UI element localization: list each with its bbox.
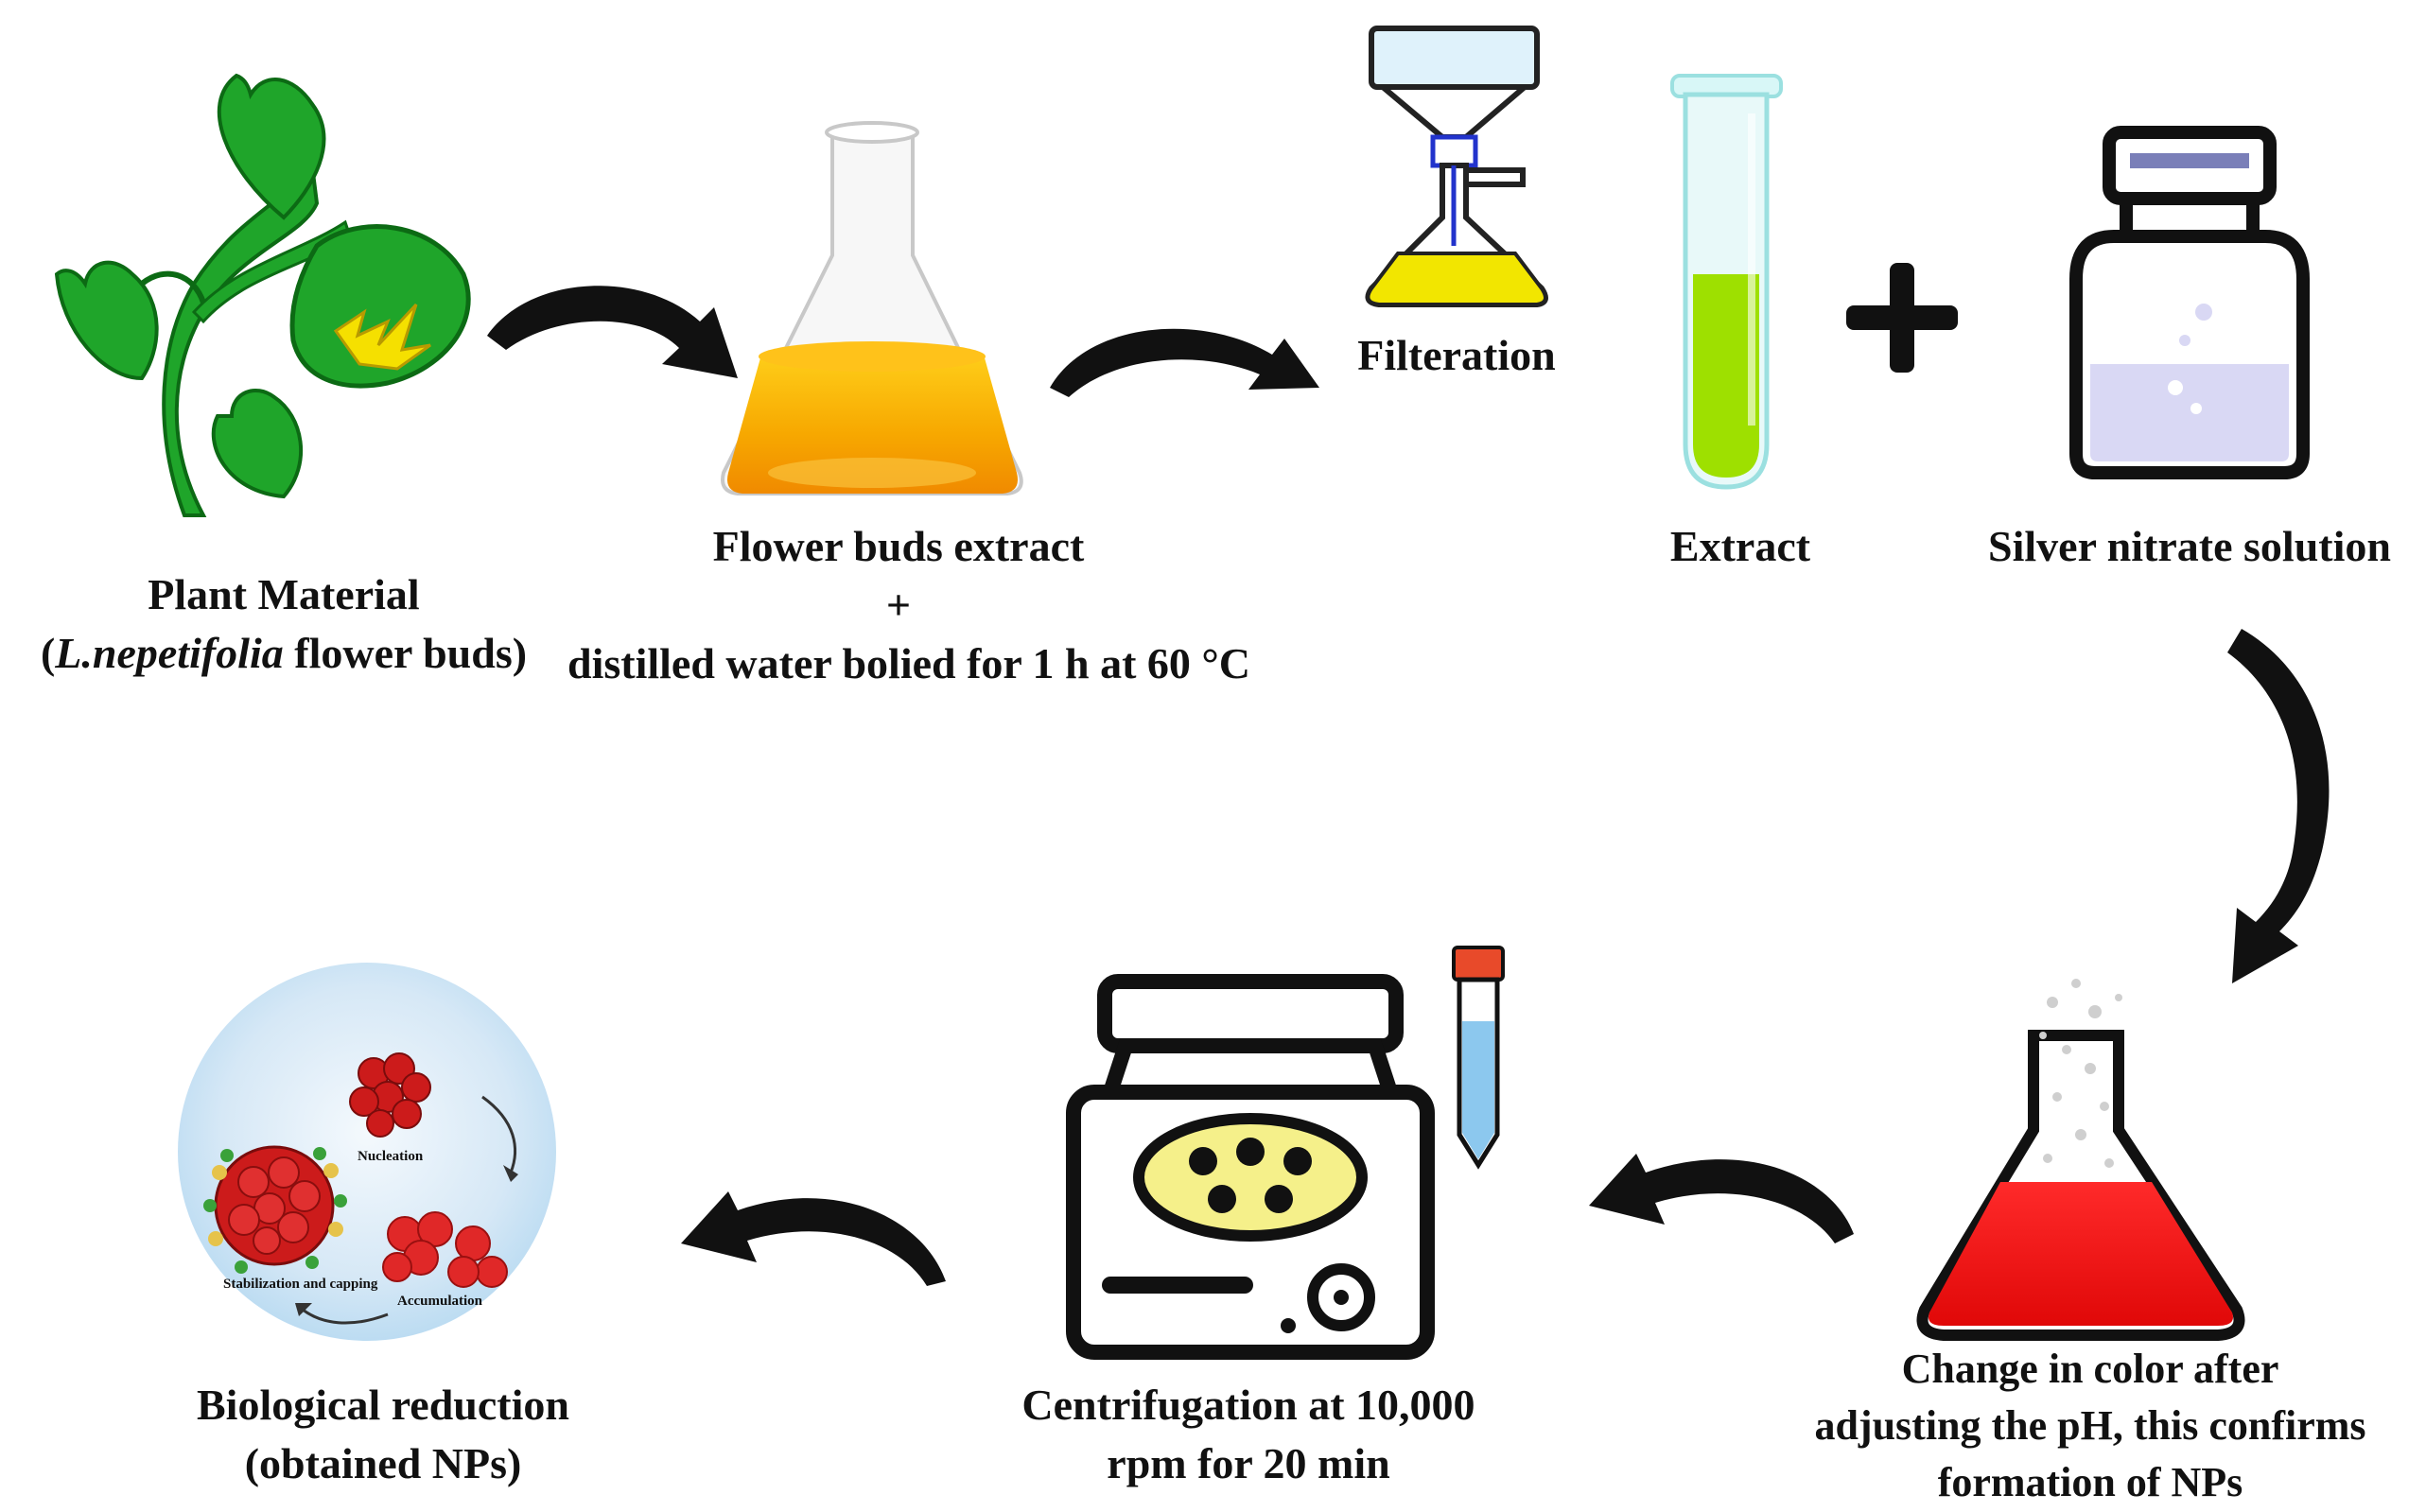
label-filtration: Filteration [1357,331,1556,379]
test-tube-icon [1670,74,1783,490]
capped-nanoparticle [203,1145,347,1274]
arrow-flask-to-filtration [1050,328,1319,397]
centrifuge-tube-icon [1452,946,1505,1170]
flask-extract-icon [721,121,1023,495]
label-silver-nitrate: Silver nitrate solution [1988,522,2391,570]
label-biological-reduction: Biological reduction (obtained NPs) [197,1381,569,1487]
arrow-plant-to-flask [487,286,738,378]
inset-label-nucleation: Nucleation [358,1149,424,1164]
plus-icon [1846,263,1958,373]
nucleation-cluster [349,1052,431,1138]
nanoparticle-inset-icon [178,963,556,1341]
arrow-red-flask-to-centrifuge [1589,1154,1854,1243]
label-centrifugation: Centrifugation at 10,000 rpm for 20 min [1021,1381,1475,1487]
centrifuge-icon [1066,974,1435,1360]
inset-label-stabilization: Stabilization and capping [223,1277,378,1292]
label-extract: Extract [1669,522,1811,570]
red-flask-icon [1916,979,2245,1341]
accumulation-cluster [382,1211,508,1288]
silver-nitrate-jar-icon [2069,126,2310,479]
arrow-centrifuge-to-bio [681,1191,946,1286]
filtration-icon [1365,26,1548,307]
label-plant-material: Plant Material (L.nepetifolia flower bud… [0,565,567,683]
inset-label-accumulation: Accumulation [397,1294,482,1309]
arrow-down-to-red-flask [2227,629,2330,983]
label-flower-extract: Flower buds extract + distilled water bo… [567,522,1251,687]
label-plant-species: (L.nepetifolia flower buds) [40,629,528,677]
plant-icon [54,73,471,517]
label-color-change: Change in color after adjusting the pH, … [1814,1346,2366,1505]
